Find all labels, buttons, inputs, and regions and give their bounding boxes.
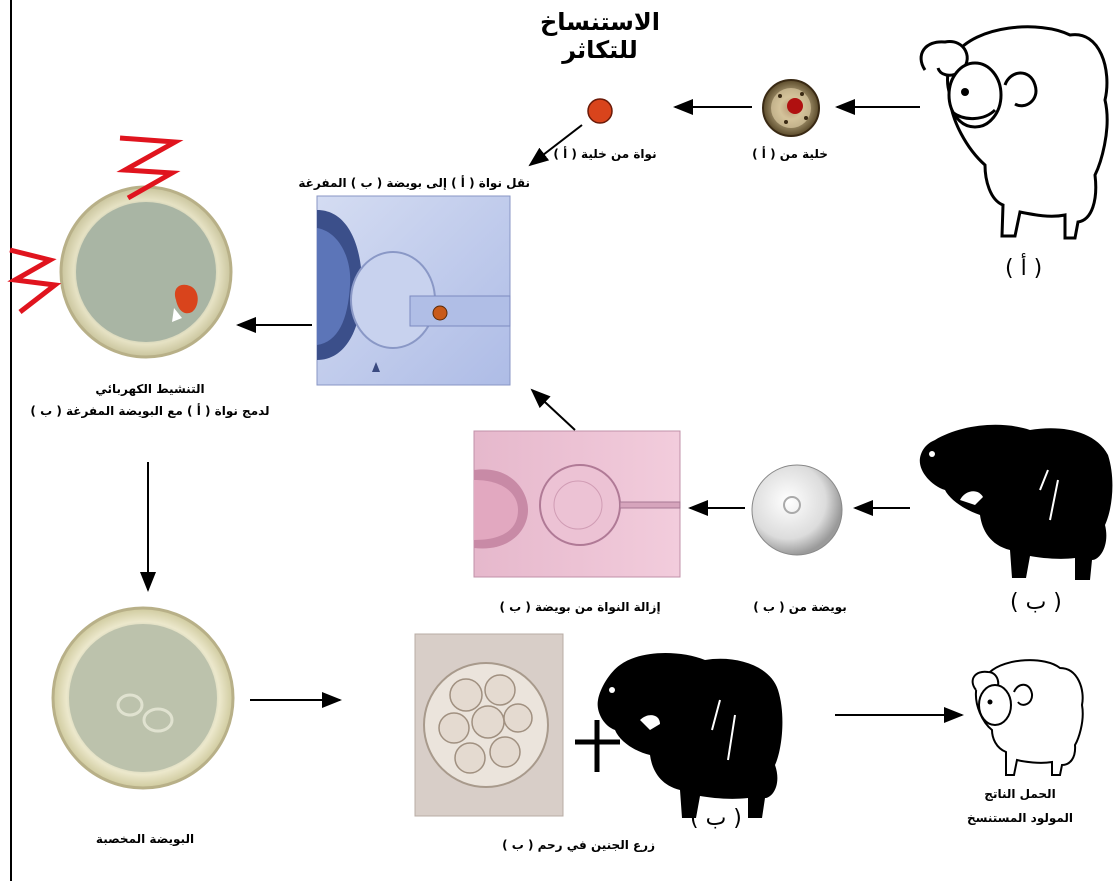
label-activation: التنشيط الكهربائي لدمج نواة ( أ ) مع الب… (20, 378, 280, 422)
egg-from-b (752, 465, 842, 555)
label-fertilized-egg: البويضة المخصبة (80, 832, 210, 846)
label-activation-line1: التنشيط الكهربائي (20, 378, 280, 400)
label-implant-embryo: زرع الجنين في رحم ( ب ) (505, 838, 655, 852)
marker-sheep-a: ( أ ) (1005, 256, 1042, 281)
label-cell-from-a: خلية من ( أ ) (740, 147, 840, 161)
micrograph-enucleation (474, 431, 680, 577)
marker-sheep-b-surrogate: ( ب ) (690, 806, 742, 831)
black-sheep-b (920, 425, 1113, 580)
label-clone-line1: الحمل الناتج (960, 782, 1080, 806)
label-clone-line2: المولود المستنسخ (960, 806, 1080, 830)
nucleus (588, 99, 612, 123)
label-nucleus-from-cell: نواة من خلية ( أ ) (540, 147, 670, 161)
clone-lamb (973, 660, 1083, 775)
activated-egg (61, 187, 231, 357)
fertilized-egg (53, 608, 233, 788)
embryo-photo (415, 634, 563, 816)
micrograph-nucleus-transfer (317, 196, 510, 385)
label-clone: الحمل الناتج المولود المستنسخ (960, 782, 1080, 830)
white-sheep-a (921, 27, 1107, 238)
label-remove-nucleus: إزالة النواة من بويضة ( ب ) (495, 600, 665, 614)
marker-sheep-b: ( ب ) (1010, 590, 1062, 615)
spark-icon (10, 250, 55, 312)
label-activation-line2: لدمج نواة ( أ ) مع البويضة المفرغة ( ب ) (20, 400, 280, 422)
black-sheep-surrogate (598, 653, 783, 818)
somatic-cell-a (763, 80, 819, 136)
label-egg-from-b: بويضة من ( ب ) (745, 600, 855, 614)
label-transfer-nucleus: نقل نواة ( أ ) إلى بويضة ( ب ) المفرغة (300, 176, 530, 190)
